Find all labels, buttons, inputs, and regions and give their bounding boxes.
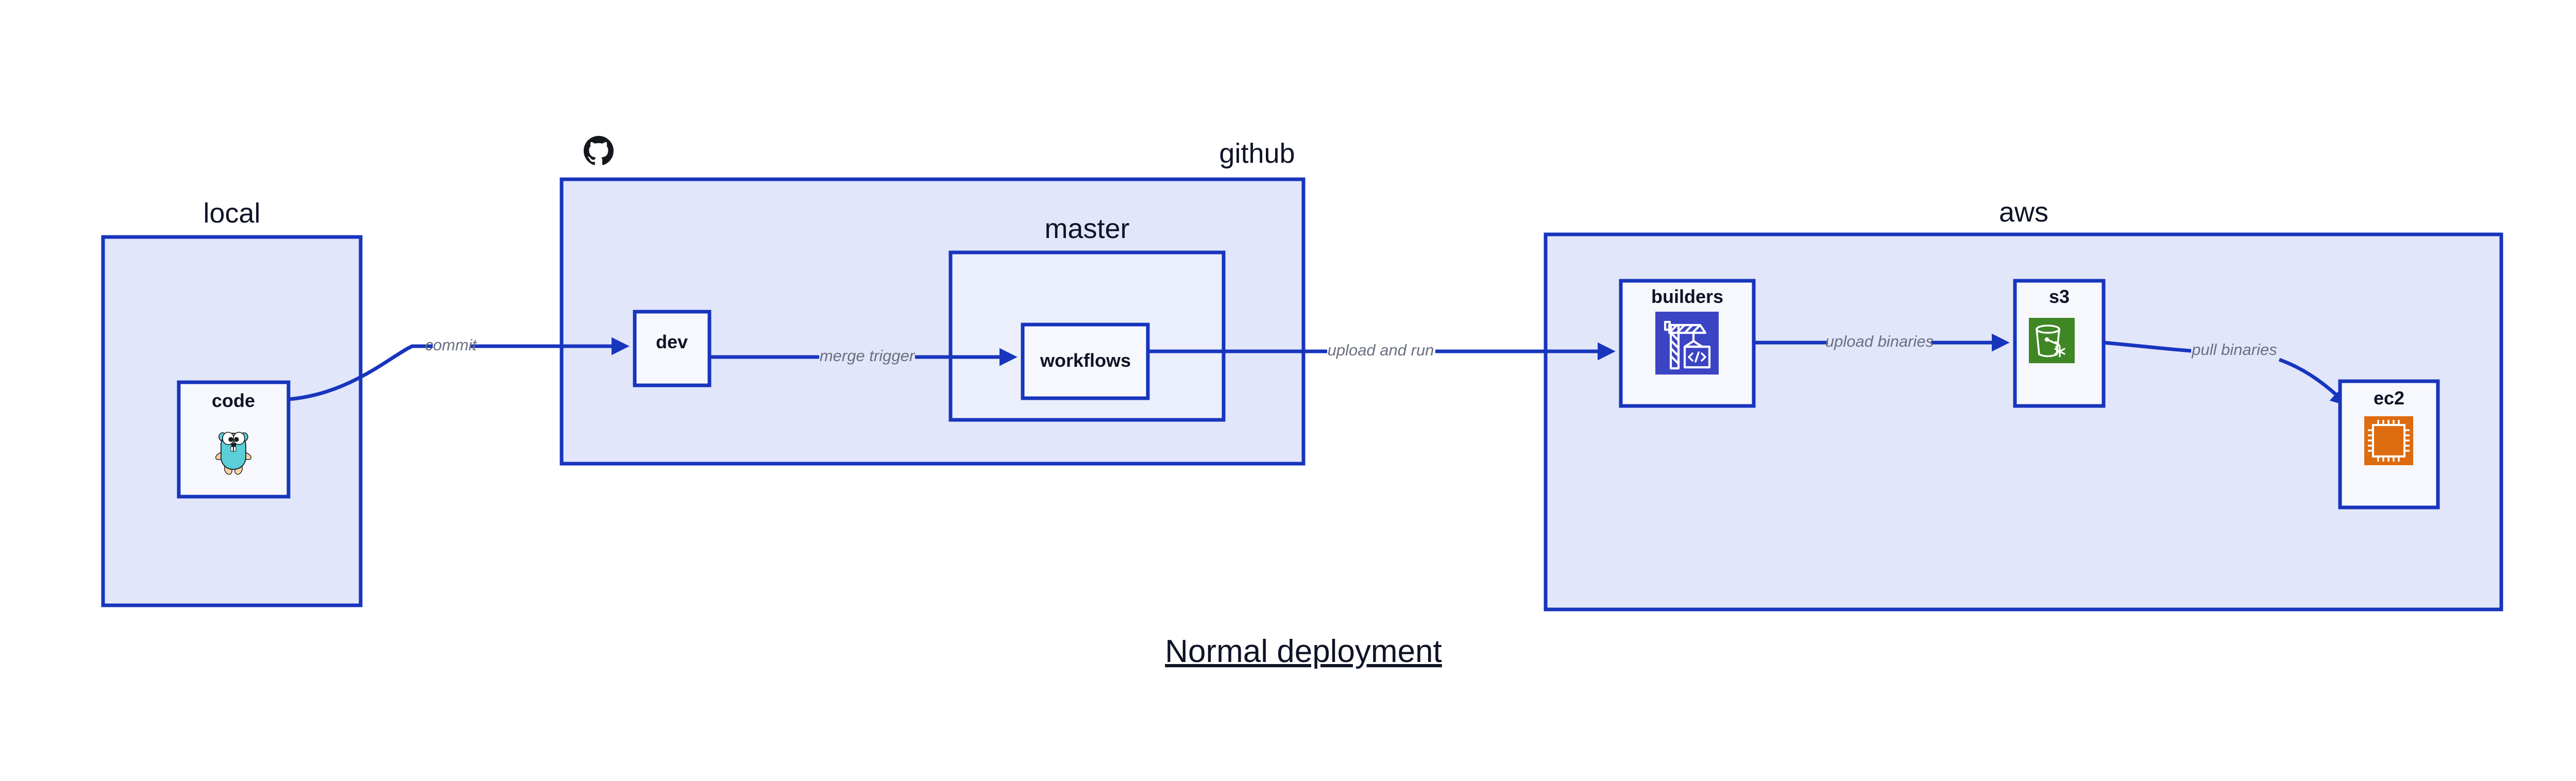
- group-local-label: local: [203, 198, 260, 229]
- edge-merge-trigger-label: merge trigger: [820, 347, 916, 365]
- node-dev[interactable]: dev: [633, 310, 711, 387]
- edge-commit: commit: [288, 336, 630, 401]
- node-builders[interactable]: builders: [1619, 279, 1756, 408]
- diagram-title: Normal deployment: [1165, 634, 1442, 669]
- node-dev-label: dev: [656, 331, 688, 352]
- edge-upload-and-run: upload and run: [1148, 341, 1616, 361]
- node-dev-box[interactable]: [633, 310, 711, 387]
- node-s3-label: s3: [2049, 286, 2070, 307]
- subgroup-master-label: master: [1044, 213, 1129, 244]
- edge-pull-binaries-label: pull binaries: [2191, 341, 2277, 359]
- aws-ec2-icon: [2364, 416, 2413, 465]
- group-github-label: github: [1219, 138, 1295, 169]
- group-aws-label: aws: [1999, 197, 2048, 228]
- node-ec2[interactable]: ec2: [2338, 379, 2440, 510]
- github-octocat-icon: [583, 135, 614, 165]
- edge-commit-label: commit: [425, 336, 477, 354]
- edge-commit-line: [288, 344, 433, 401]
- group-github[interactable]: github master: [560, 135, 1306, 466]
- node-ec2-label: ec2: [2374, 387, 2404, 409]
- edge-pull-binaries-line: [2103, 341, 2192, 353]
- aws-s3-icon: [2029, 318, 2075, 363]
- node-workflows-box[interactable]: [1021, 322, 1150, 400]
- node-code-label: code: [212, 390, 255, 411]
- go-gopher-icon: [215, 432, 251, 475]
- edge-merge-trigger: merge trigger: [709, 347, 1018, 366]
- node-s3[interactable]: s3: [2013, 279, 2106, 408]
- aws-codebuild-icon: [1655, 312, 1719, 375]
- node-builders-label: builders: [1651, 286, 1723, 307]
- edge-upload-binaries-label: upload binaries: [1825, 332, 1934, 350]
- node-workflows-label: workflows: [1040, 350, 1131, 371]
- node-workflows[interactable]: workflows: [1021, 322, 1150, 400]
- node-code[interactable]: code: [177, 380, 291, 499]
- edge-upload-binaries: upload binaries: [1754, 332, 2010, 352]
- edge-upload-and-run-label: upload and run: [1328, 341, 1434, 359]
